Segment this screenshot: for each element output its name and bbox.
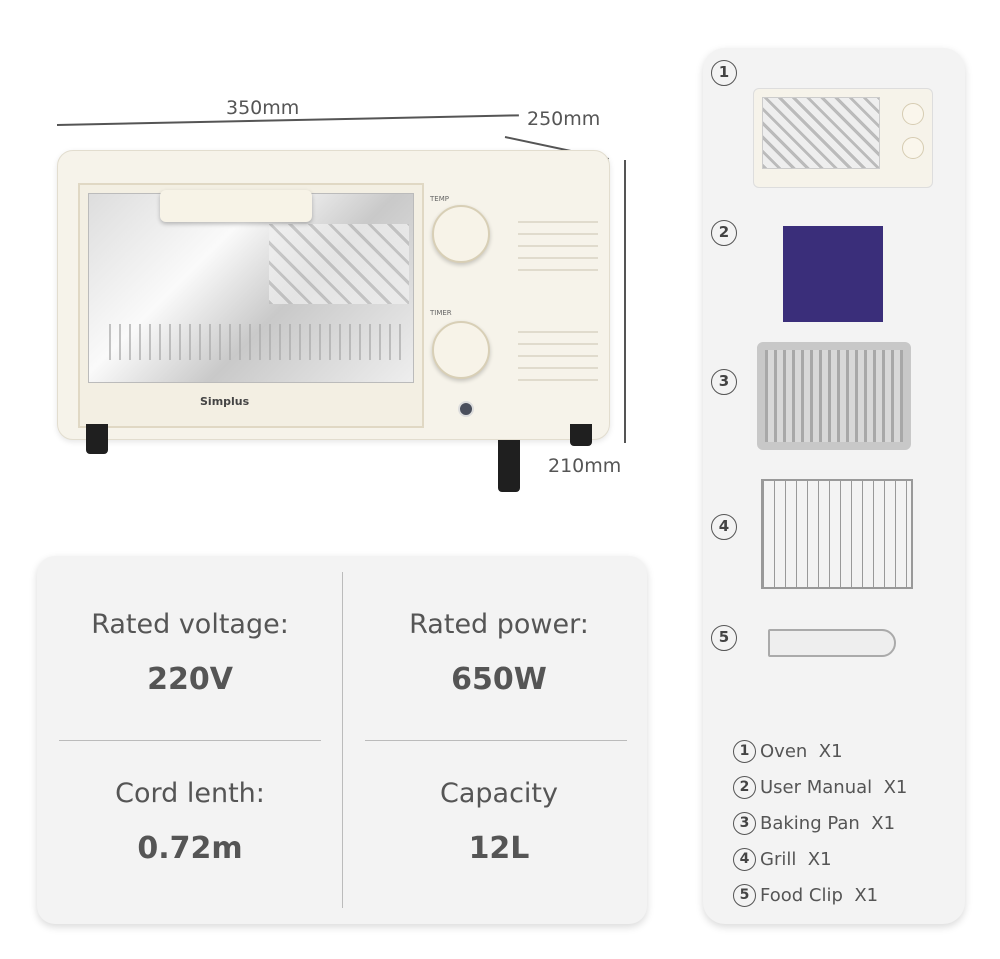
spec-value: 0.72m [137, 831, 243, 866]
spec-label: Rated voltage: [91, 609, 289, 640]
specs-card: Rated voltage: 220V Rated power: 650W Co… [37, 556, 647, 924]
brand-logo: Simplus [200, 395, 250, 408]
height-dimension-line [624, 160, 626, 443]
height-dimension-label: 210mm [548, 455, 622, 477]
oven-leg [498, 440, 520, 492]
oven-thumbnail [753, 88, 933, 188]
item-number: 4 [733, 847, 756, 871]
item-label: User Manual X1 [760, 776, 908, 798]
marker-5: 5 [711, 625, 737, 651]
horizontal-divider [59, 740, 321, 741]
item-label: Oven X1 [760, 740, 843, 762]
item-label: Food Clip X1 [760, 884, 879, 906]
thumbnail-window [762, 97, 880, 169]
marker-1: 1 [711, 60, 737, 86]
spec-label: Rated power: [409, 609, 589, 640]
side-vent [518, 211, 598, 271]
indicator-light [458, 401, 474, 417]
thumbnail-knob [902, 137, 924, 159]
oven-leg [86, 424, 108, 454]
item-label: Grill X1 [760, 848, 832, 870]
oven-glass [88, 193, 414, 383]
door-handle [160, 190, 312, 222]
spec-label: Capacity [440, 778, 558, 809]
spec-capacity: Capacity 12L [349, 778, 649, 866]
width-dimension-label: 350mm [226, 97, 300, 119]
item-label: Baking Pan X1 [760, 812, 896, 834]
spec-power: Rated power: 650W [349, 609, 649, 697]
marker-2: 2 [711, 220, 737, 246]
spec-voltage: Rated voltage: 220V [40, 609, 340, 697]
oven-back-wall [269, 224, 409, 304]
baking-pan-image [757, 342, 911, 450]
depth-dimension-label: 250mm [527, 108, 601, 130]
grill-image [761, 479, 913, 589]
horizontal-divider [365, 740, 627, 741]
item-number: 1 [733, 739, 756, 763]
oven-leg [570, 424, 592, 446]
spec-label: Cord lenth: [115, 778, 265, 809]
oven-rack [109, 324, 409, 360]
thumbnail-knob [902, 103, 924, 125]
vertical-divider [342, 572, 343, 908]
marker-4: 4 [711, 514, 737, 540]
item-number: 5 [733, 883, 756, 907]
spec-cord-length: Cord lenth: 0.72m [40, 778, 340, 866]
temp-label: TEMP [430, 195, 449, 203]
spec-value: 12L [468, 831, 530, 866]
side-vent-lower [518, 321, 598, 381]
marker-3: 3 [711, 369, 737, 395]
food-clip-image [768, 629, 896, 657]
oven-door: Simplus [78, 183, 424, 428]
spec-value: 650W [451, 662, 547, 697]
item-number: 2 [733, 775, 756, 799]
timer-knob [432, 321, 490, 379]
spec-value: 220V [147, 662, 233, 697]
oven-image: Simplus TEMP TIMER [57, 150, 610, 440]
item-number: 3 [733, 811, 756, 835]
timer-label: TIMER [430, 309, 452, 317]
user-manual-image [783, 226, 883, 322]
temperature-knob [432, 205, 490, 263]
